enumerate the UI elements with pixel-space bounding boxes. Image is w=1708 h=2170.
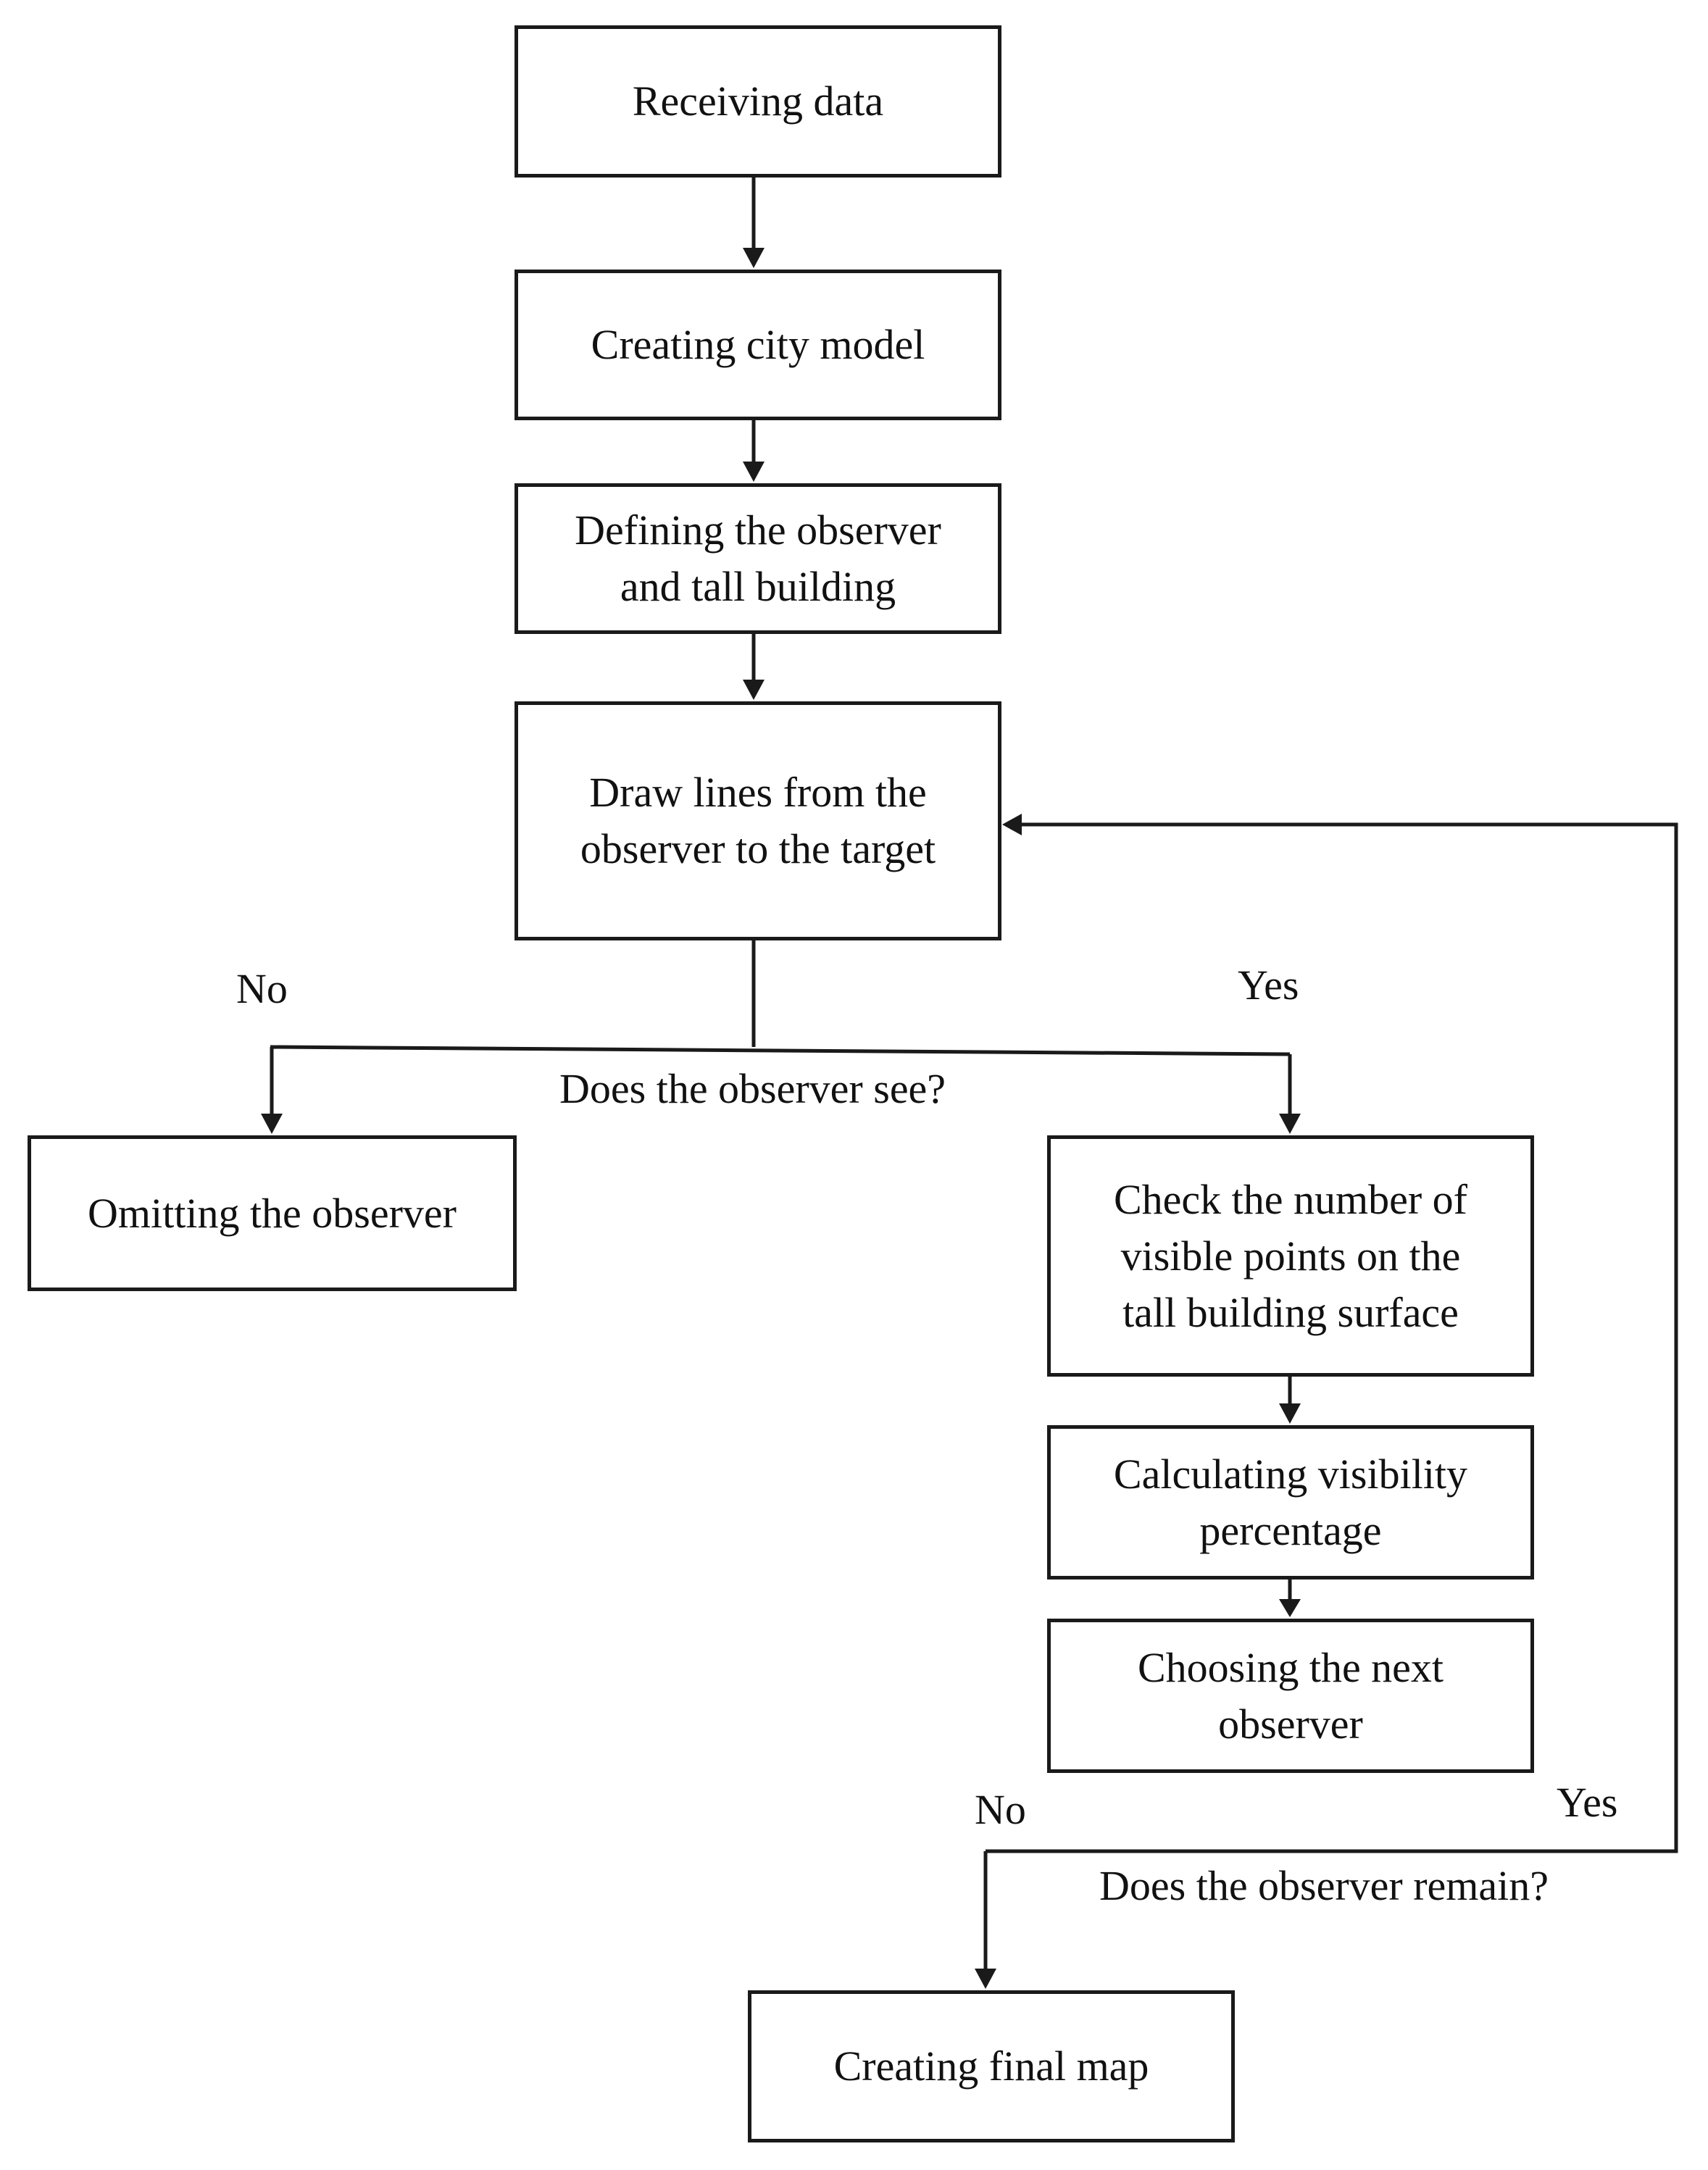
node-creating-final-map: Creating final map [748, 1990, 1235, 2142]
node-label: Draw lines from the observer to the targ… [580, 769, 936, 872]
node-calculating-visibility: Calculating visibility percentage [1047, 1425, 1534, 1579]
decision-remains-yes-label: Yes [1557, 1779, 1618, 1826]
arrowhead-calc [1279, 1403, 1301, 1424]
arrowhead-final-map [975, 1969, 996, 1989]
arrowhead-next [1279, 1599, 1301, 1617]
node-creating-city-model: Creating city model [515, 270, 1001, 420]
node-label: Creating city model [591, 321, 925, 368]
node-label: Choosing the next observer [1137, 1643, 1444, 1748]
node-label: Calculating visibility percentage [1113, 1450, 1468, 1554]
arrowhead-loop-draw-lines [1002, 814, 1022, 835]
node-label: Omitting the observer [87, 1189, 457, 1237]
node-omitting-observer: Omitting the observer [28, 1135, 517, 1291]
node-check-visible-points: Check the number of visible points on th… [1047, 1135, 1534, 1377]
arrowhead-draw-lines [743, 680, 765, 700]
node-choosing-next-observer: Choosing the next observer [1047, 1619, 1534, 1773]
node-label: Creating final map [833, 2042, 1149, 2090]
decision-remains-no-label: No [975, 1786, 1026, 1833]
arrowhead-omit [261, 1114, 283, 1134]
decision-sees-yes-label: Yes [1238, 961, 1299, 1009]
arrowhead-check [1279, 1114, 1301, 1134]
node-receiving-data: Receiving data [515, 25, 1001, 178]
node-draw-lines: Draw lines from the observer to the targ… [515, 701, 1001, 940]
decision-bar-sees [270, 1045, 1291, 1056]
node-label: Check the number of visible points on th… [1113, 1175, 1467, 1336]
node-label: Receiving data [632, 78, 884, 125]
node-label: Defining the observer and tall building [575, 506, 941, 610]
decision-remains-question: Does the observer remain? [1099, 1862, 1549, 1909]
edge-remains-yes-loop [986, 822, 1678, 1853]
arrowhead-city-model [743, 248, 765, 268]
node-defining-observer: Defining the observer and tall building [515, 483, 1001, 634]
arrowhead-define [743, 462, 765, 482]
decision-sees-no-label: No [236, 965, 288, 1012]
decision-sees-question: Does the observer see? [559, 1065, 946, 1112]
